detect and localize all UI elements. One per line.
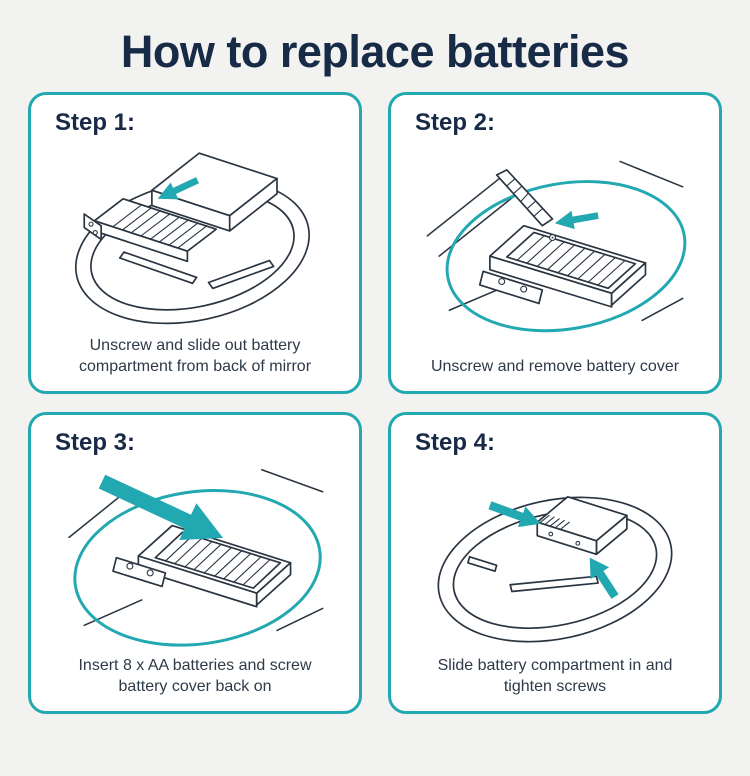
- mirror-outline: [437, 496, 673, 643]
- step-4-caption: Slide battery compartment in and tighten…: [437, 656, 673, 695]
- screwdriver-icon: [495, 169, 556, 242]
- slide-out-arrow-icon: [157, 177, 199, 200]
- step-1-illustration: [47, 137, 343, 335]
- tighten-arrow-icon: [589, 557, 619, 599]
- step-3-label: Step 3:: [55, 429, 136, 456]
- battery-compartment: [112, 524, 292, 608]
- mirror-back-slide-out-illustration: [74, 152, 310, 325]
- step-3-illustration: [47, 457, 343, 655]
- highlight-ellipse: [73, 488, 322, 647]
- step-2-caption: Unscrew and remove battery cover: [430, 357, 680, 375]
- step-3-caption: Insert 8 x AA batteries and screw batter…: [78, 656, 312, 695]
- step-4-label: Step 4:: [415, 429, 496, 456]
- slide-in-arrow-icon: [488, 501, 541, 528]
- step-1-panel: Step 1:: [28, 92, 362, 394]
- step-1-label: Step 1:: [55, 109, 136, 136]
- battery-cover-unscrew-illustration: [426, 161, 687, 333]
- step-2-label: Step 2:: [415, 109, 496, 136]
- step-2-illustration: [407, 137, 703, 356]
- battery-tray: [83, 197, 217, 263]
- step-4-illustration: [407, 457, 703, 655]
- mirror-edge-lines: [68, 468, 324, 632]
- step-2-panel: Step 2:: [388, 92, 722, 394]
- unscrew-arrow-icon: [554, 211, 599, 230]
- seated-compartment: [536, 495, 628, 556]
- insert-arrow-icon: [98, 474, 224, 540]
- mirror-edge-lines: [426, 161, 684, 322]
- insert-batteries-illustration: [68, 468, 324, 647]
- highlight-ellipse: [445, 180, 687, 333]
- step-1-caption: Unscrew and slide out battery compartmen…: [78, 336, 312, 375]
- mounting-brackets: [118, 251, 275, 290]
- step-3-panel: Step 3:: [28, 412, 362, 714]
- step-4-panel: Step 4:: [388, 412, 722, 714]
- compartment-housing: [151, 152, 278, 232]
- mounting-brackets: [467, 555, 599, 593]
- slide-compartment-in-illustration: [437, 495, 673, 643]
- battery-compartment: [478, 225, 647, 309]
- steps-grid: Step 1:: [0, 92, 750, 714]
- page-title: How to replace batteries: [120, 26, 630, 77]
